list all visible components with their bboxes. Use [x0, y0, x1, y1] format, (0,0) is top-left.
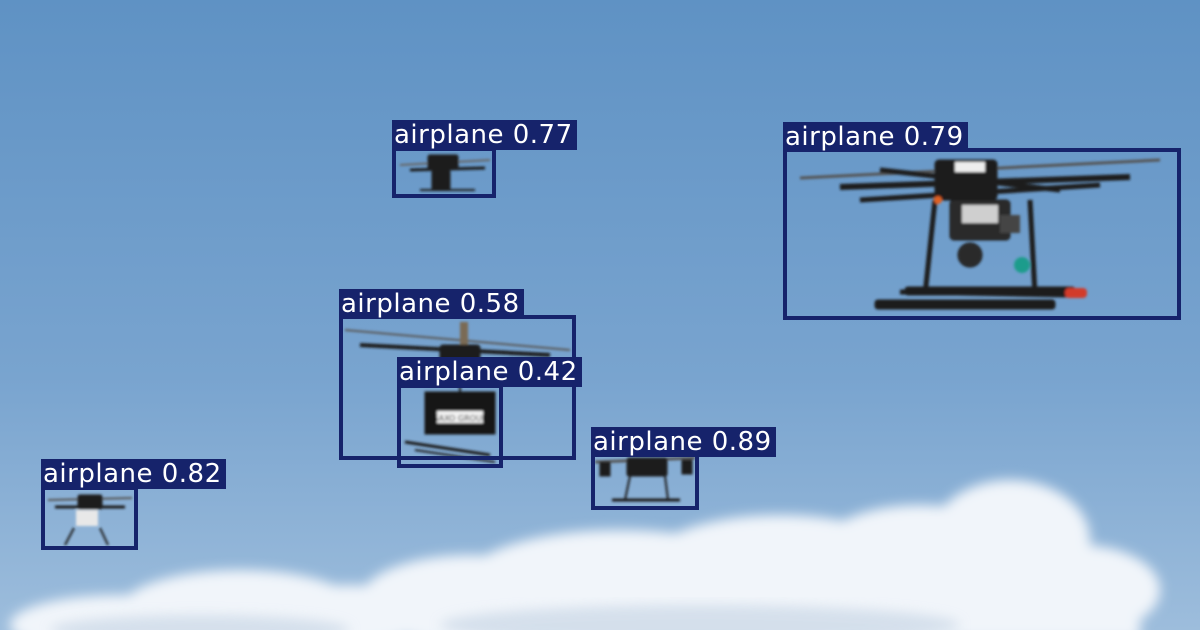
drone-small-top: [399, 154, 491, 191]
confidence-score: 0.79: [903, 122, 964, 152]
class-name: airplane: [394, 120, 504, 150]
class-name: airplane: [593, 427, 703, 457]
detection-label: airplane 0.77: [392, 120, 577, 150]
drone-left-small: [47, 494, 133, 546]
confidence-score: 0.82: [161, 459, 222, 489]
bounding-box: [392, 147, 496, 198]
drone-lower-middle: [594, 456, 696, 502]
drone-large: [799, 158, 1161, 310]
detection-label: airplane 0.79: [783, 122, 968, 152]
detection-label: airplane 0.82: [41, 459, 226, 489]
bounding-box: [591, 453, 699, 510]
cloud-shadow: [50, 605, 960, 630]
class-name: airplane: [43, 459, 153, 489]
detection-label: airplane 0.42: [397, 357, 582, 387]
bounding-box: [783, 148, 1181, 320]
detection-label: airplane 0.89: [591, 427, 776, 457]
bounding-box: [41, 486, 138, 550]
bounding-box: [397, 384, 503, 468]
svg-text:SAXO GROUP: SAXO GROUP: [433, 414, 486, 423]
drone-middle: SAXO GROUP: [344, 322, 571, 463]
confidence-score: 0.77: [512, 120, 573, 150]
class-name: airplane: [399, 357, 509, 387]
class-name: airplane: [341, 289, 451, 319]
class-name: airplane: [785, 122, 895, 152]
confidence-score: 0.42: [517, 357, 578, 387]
confidence-score: 0.58: [459, 289, 520, 319]
detection-label: airplane 0.58: [339, 289, 524, 319]
confidence-score: 0.89: [711, 427, 772, 457]
